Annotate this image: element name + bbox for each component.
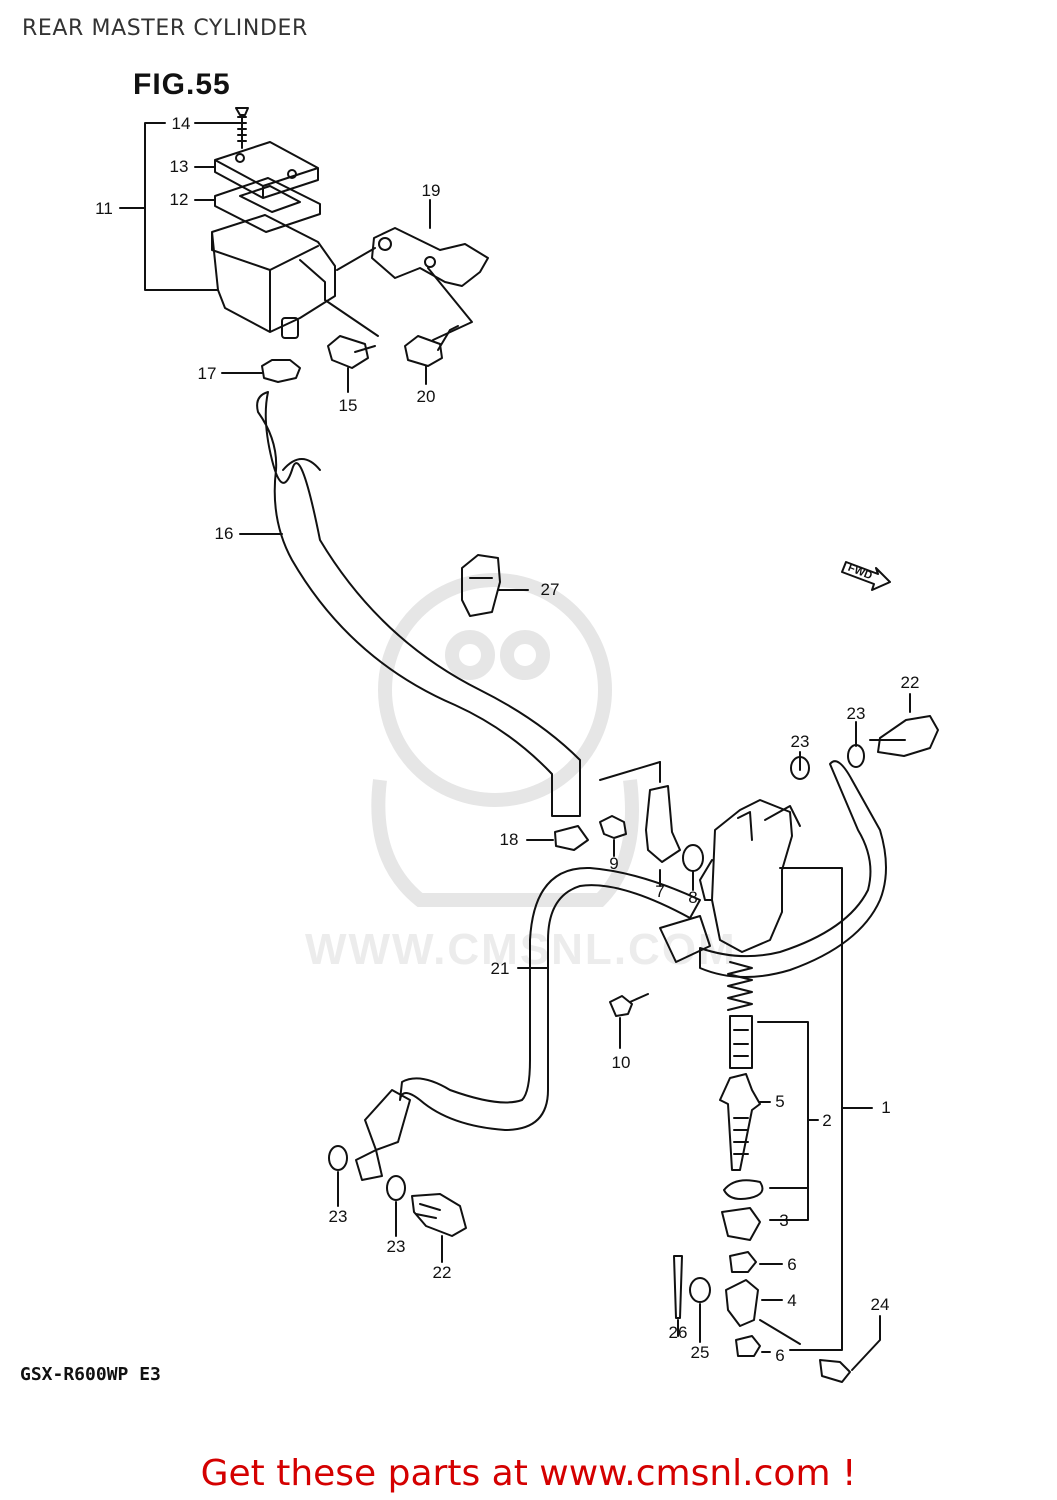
- washer-23-lower-left: [328, 1145, 348, 1171]
- part-label-23-top-right: 23: [846, 704, 866, 723]
- brake-hose-21: [399, 866, 701, 1131]
- part-label-23-top-left: 23: [790, 732, 810, 751]
- piston-assembly: [729, 1015, 753, 1069]
- circlip: [723, 1179, 764, 1200]
- pin-24: [819, 1359, 851, 1383]
- brake-hose-upper: [699, 760, 887, 978]
- banjo-bolt-22-lower: [411, 1193, 467, 1237]
- part-label-5: 5: [775, 1092, 785, 1111]
- fitting-7: [645, 785, 681, 863]
- part-label-27: 27: [540, 580, 560, 599]
- part-label-6-lower: 6: [775, 1346, 785, 1365]
- fwd-arrow: [841, 561, 891, 591]
- bolt-15: [327, 335, 376, 369]
- part-label-16: 16: [214, 524, 234, 543]
- hose-fitting-cylinder: [659, 915, 711, 963]
- clamp-18: [554, 825, 589, 851]
- part-label-14: 14: [171, 114, 191, 133]
- part-label-15: 15: [338, 396, 358, 415]
- oring-8: [682, 844, 704, 872]
- part-label-12: 12: [169, 190, 189, 209]
- watermark-mascot: [371, 573, 639, 907]
- part-label-18: 18: [499, 830, 519, 849]
- nut-6-upper: [729, 1251, 757, 1273]
- master-cylinder-body: [699, 799, 793, 953]
- bolt-9: [599, 815, 627, 839]
- part-label-13: 13: [169, 157, 189, 176]
- clip-27: [461, 554, 501, 617]
- bracket-11: [119, 122, 219, 291]
- part-label-20: 20: [416, 387, 436, 406]
- part-label-26: 26: [668, 1323, 688, 1342]
- bracket-1: [779, 867, 873, 1351]
- part-label-22-lower: 22: [432, 1263, 452, 1282]
- banjo-fitting-lower: [355, 1089, 411, 1181]
- part-label-10: 10: [611, 1053, 631, 1072]
- part-label-23-lower-left: 23: [328, 1207, 348, 1226]
- page-title: REAR MASTER CYLINDER: [22, 16, 308, 41]
- bracket-19: [371, 227, 489, 287]
- part-label-9: 9: [609, 854, 619, 873]
- reservoir-body: [211, 214, 336, 333]
- hose-16: [256, 391, 581, 817]
- part-label-1: 1: [881, 1098, 891, 1117]
- part-label-23-lower-right: 23: [386, 1237, 406, 1256]
- part-label-8: 8: [688, 888, 698, 907]
- part-label-2: 2: [822, 1111, 832, 1130]
- nut-6-lower: [735, 1335, 761, 1357]
- part-label-22-top: 22: [900, 673, 920, 692]
- boot-3: [721, 1207, 761, 1241]
- diaphragm-12: [214, 177, 321, 233]
- washer-25: [689, 1277, 711, 1303]
- washer-23-top-right: [847, 744, 865, 768]
- clevis-4: [725, 1279, 759, 1327]
- clamp-17: [261, 359, 301, 383]
- screw-14: [235, 107, 249, 149]
- part-label-4: 4: [787, 1291, 797, 1310]
- cta-link[interactable]: Get these parts at www.cmsnl.com !: [200, 1453, 857, 1494]
- part-label-19: 19: [421, 181, 441, 200]
- part-label-11: 11: [95, 199, 113, 218]
- part-label-25: 25: [690, 1343, 710, 1362]
- washer-23-top-left: [790, 756, 810, 780]
- part-label-6-upper: 6: [787, 1255, 797, 1274]
- part-label-21: 21: [490, 959, 510, 978]
- cap-13: [214, 141, 319, 199]
- part-label-7: 7: [655, 882, 665, 901]
- bracket-2: [757, 1021, 819, 1221]
- bolt-20: [404, 325, 459, 367]
- model-code: GSX-R600WP E3: [20, 1364, 161, 1385]
- bolt-10: [609, 993, 649, 1017]
- cotter-pin-26: [673, 1255, 683, 1319]
- banjo-bolt-22-top: [877, 715, 939, 757]
- spring: [727, 961, 753, 1011]
- part-label-24: 24: [870, 1295, 890, 1314]
- part-label-17: 17: [197, 364, 217, 383]
- figure-number: FIG.55: [133, 68, 231, 101]
- pushrod-5: [719, 1073, 761, 1171]
- washer-23-lower-right: [386, 1175, 406, 1201]
- part-label-3: 3: [779, 1211, 789, 1230]
